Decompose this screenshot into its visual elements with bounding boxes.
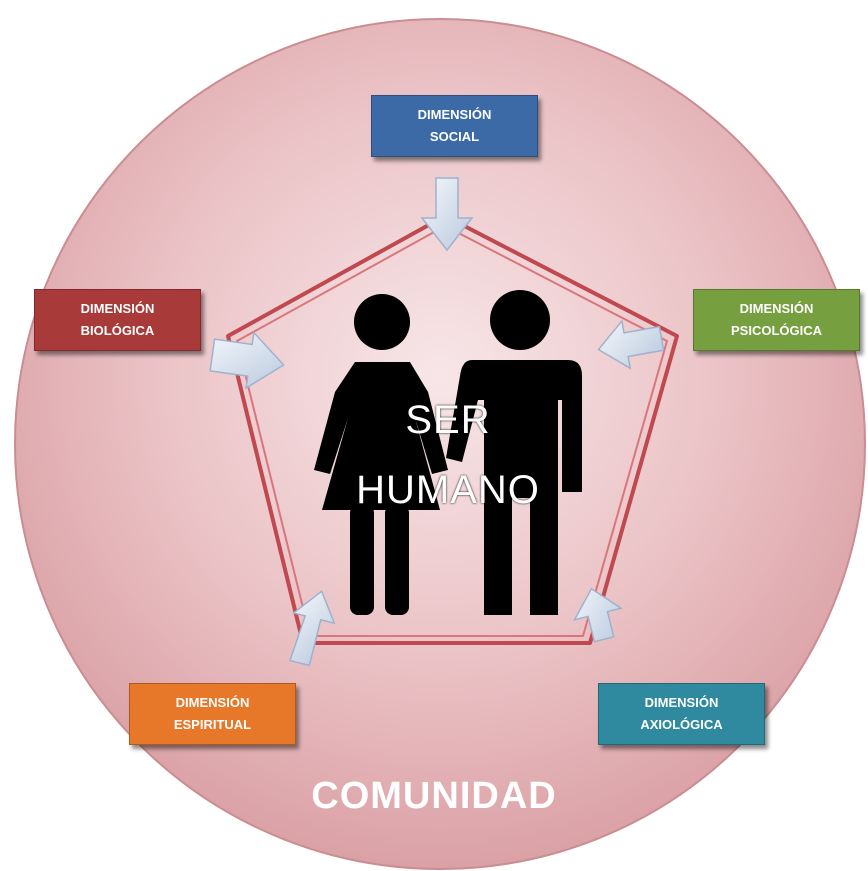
dimension-biologica-line1: DIMENSIÓN [80,301,155,316]
dimension-psicologica-box: DIMENSIÓN PSICOLÓGICA [693,289,860,351]
dimension-social-line1: DIMENSIÓN [417,107,492,122]
arrow-left-icon [597,319,665,370]
man-figure-icon [446,290,582,615]
dimension-social-line2: SOCIAL [429,129,480,144]
arrow-right-icon [209,330,285,390]
pentagon-outline [226,214,679,645]
dimension-psicologica-line1: DIMENSIÓN [739,301,814,316]
dimension-biologica-line2: BIOLÓGICA [80,323,155,338]
center-title-line2: HUMANO [356,468,540,512]
dimension-biologica-box: DIMENSIÓN BIOLÓGICA [34,289,201,351]
dimension-axiologica-line1: DIMENSIÓN [644,695,719,710]
dimension-axiologica-box: DIMENSIÓN AXIOLÓGICA [598,683,765,745]
pentagon-inner-outline [236,225,668,637]
woman-figure-icon [314,294,448,615]
dimension-espiritual-line1: DIMENSIÓN [175,695,250,710]
arrow-up-left-icon [288,589,336,667]
arrow-down-icon [420,177,474,252]
center-title: SER HUMANO [318,385,578,525]
center-title-line1: SER [405,398,491,442]
community-label: COMUNIDAD [311,775,557,817]
arrow-up-right-icon [572,587,623,643]
dimension-espiritual-box: DIMENSIÓN ESPIRITUAL [129,683,296,745]
dimension-psicologica-line2: PSICOLÓGICA [730,323,822,338]
dimension-espiritual-line2: ESPIRITUAL [173,717,252,732]
dimension-social-box: DIMENSIÓN SOCIAL [371,95,538,157]
dimension-axiologica-line2: AXIOLÓGICA [640,717,723,732]
